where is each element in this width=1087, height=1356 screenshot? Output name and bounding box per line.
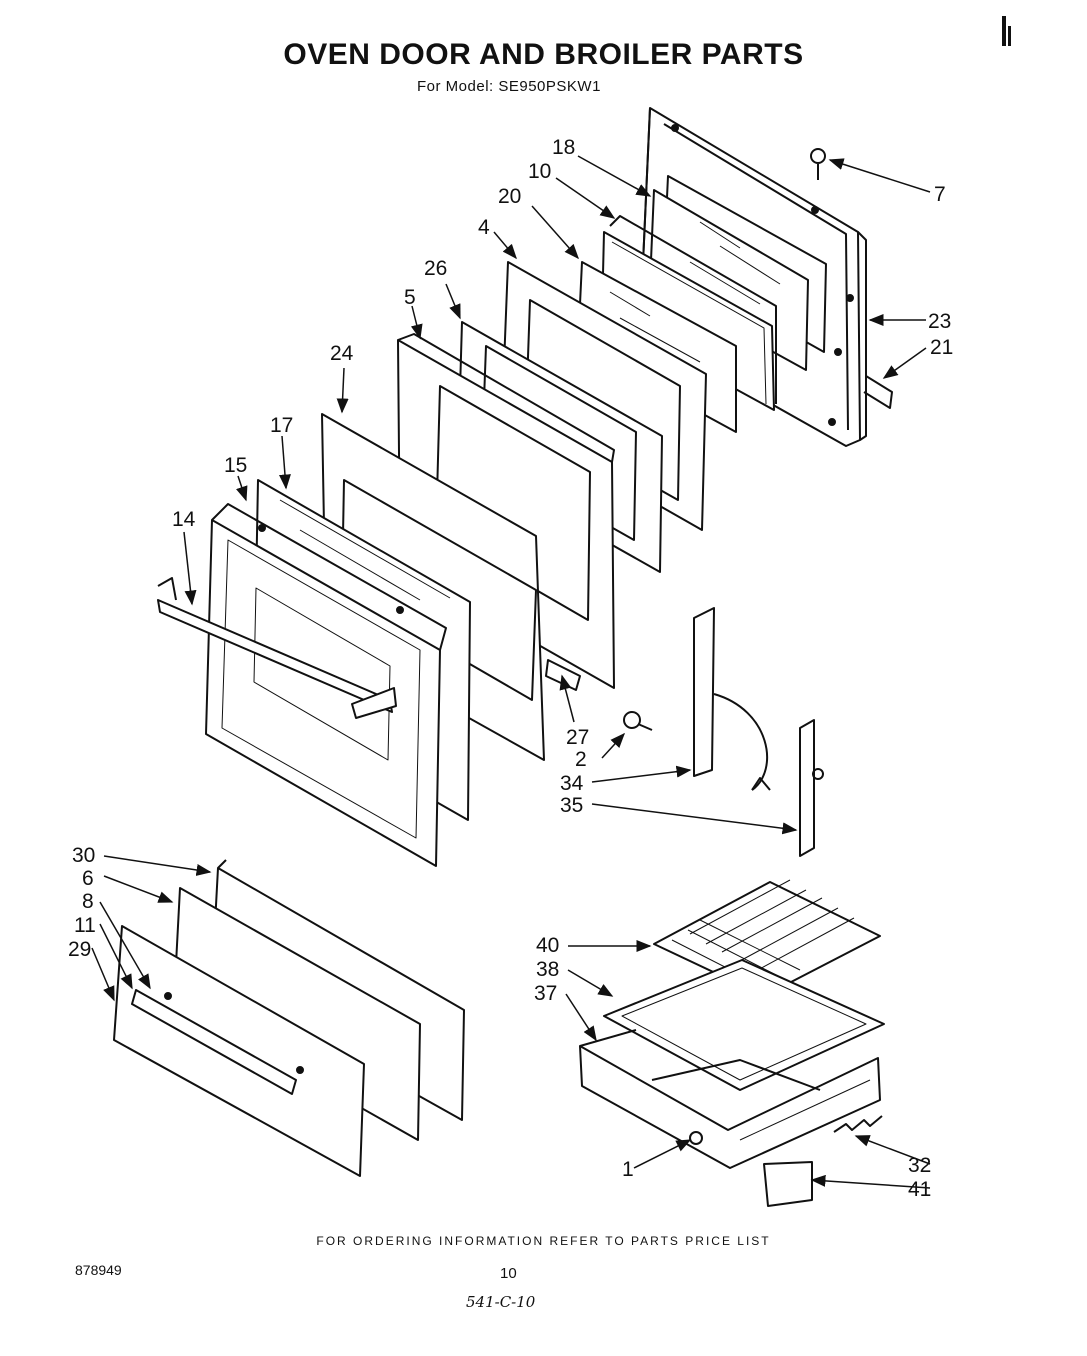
corner-registration-mark (1000, 14, 1014, 50)
callout-32: 32 (908, 1154, 931, 1177)
callout-35: 35 (560, 794, 583, 817)
frame-screw-part (810, 148, 826, 180)
handwritten-note: 541-C-10 (466, 1293, 536, 1311)
callout-18: 18 (552, 136, 575, 159)
callout-2: 2 (575, 748, 587, 771)
callout-8: 8 (82, 890, 94, 913)
ordering-info-note: FOR ORDERING INFORMATION REFER TO PARTS … (316, 1234, 771, 1248)
callout-24: 24 (330, 342, 354, 365)
drawer-roller-part (689, 1131, 703, 1145)
callout-5: 5 (404, 286, 416, 309)
callout-14: 14 (172, 508, 196, 531)
side-trim-strip-part (863, 375, 893, 409)
callout-6: 6 (82, 867, 94, 890)
callout-labels: 18 10 20 7 4 26 5 24 23 21 17 15 14 27 2… (68, 136, 953, 1201)
callout-34: 34 (560, 772, 584, 795)
hinge-screw-part (623, 711, 653, 731)
drawer-bracket-part (763, 1161, 813, 1207)
page-number: 10 (500, 1265, 517, 1282)
callout-10: 10 (528, 160, 551, 183)
model-subtitle: For Model: SE950PSKW1 (417, 78, 601, 95)
callout-27: 27 (566, 726, 589, 749)
page-title: OVEN DOOR AND BROILER PARTS (283, 38, 804, 71)
callout-26: 26 (424, 257, 447, 280)
callout-37: 37 (534, 982, 557, 1005)
door-handle-part (157, 577, 397, 719)
callout-15: 15 (224, 454, 247, 477)
callout-38: 38 (536, 958, 559, 981)
broiler-drawer-outer-panel-part (113, 925, 365, 1177)
callout-29: 29 (68, 938, 91, 961)
document-number: 878949 (75, 1262, 122, 1278)
callout-11: 11 (74, 914, 96, 937)
door-hinge-part (693, 607, 771, 791)
callout-21: 21 (930, 336, 953, 359)
broiler-drawer-body-part (579, 1029, 881, 1169)
callout-7: 7 (934, 183, 946, 206)
callout-40: 40 (536, 934, 559, 957)
hinge-receiver-part (799, 719, 824, 857)
callout-23: 23 (928, 310, 951, 333)
callout-1: 1 (622, 1158, 634, 1181)
drawer-spring-part (833, 1115, 883, 1133)
broiler-pan-part (603, 959, 885, 1091)
callout-17: 17 (270, 414, 293, 437)
callout-20: 20 (498, 185, 521, 208)
callout-4: 4 (478, 216, 490, 239)
callout-41: 41 (908, 1178, 931, 1201)
callout-30: 30 (72, 844, 95, 867)
